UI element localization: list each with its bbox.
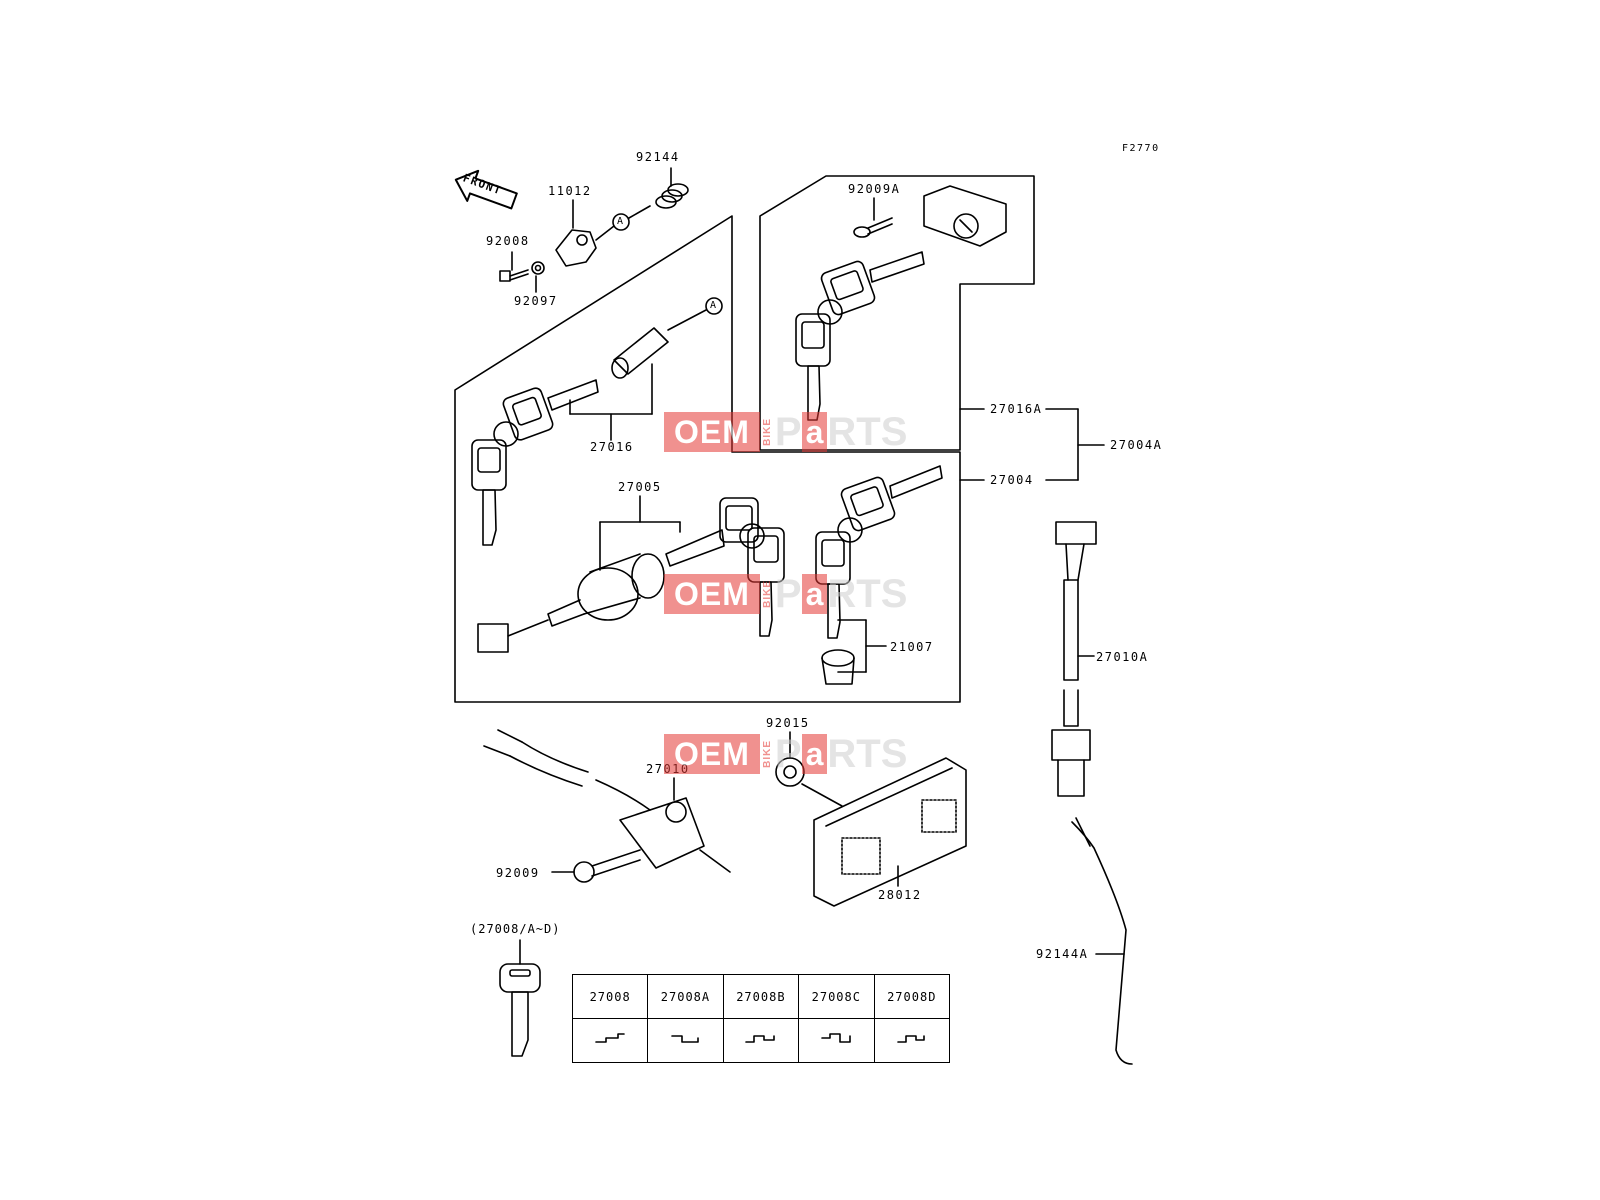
seat-lock-27016A-icon: [923, 185, 1007, 247]
label-27004: 27004: [990, 473, 1034, 487]
watermark-rts: RTS: [827, 572, 908, 616]
cap-21007-icon: [821, 619, 887, 685]
box-27016: [454, 215, 961, 703]
watermark-rts: RTS: [827, 732, 908, 776]
label-27010A: 27010A: [1096, 650, 1149, 664]
watermark-p: P: [774, 572, 802, 616]
washer-92097-icon: [531, 261, 545, 293]
label-27016A: 27016A: [990, 402, 1043, 416]
label-21007: 21007: [890, 640, 934, 654]
key-code-cell: 27008C: [798, 974, 875, 1019]
box-27016A: [759, 175, 1035, 451]
watermark-bike: BIKE: [761, 740, 773, 768]
key-cut-cell: [647, 1018, 724, 1063]
watermark-oem: OEM: [664, 412, 760, 452]
plate-11012-icon: [555, 199, 615, 267]
callout-a-top: [612, 213, 630, 231]
ignition-switch-27005-icon: [477, 495, 681, 653]
watermark-oem: OEM: [664, 574, 760, 614]
label-92009: 92009: [496, 866, 540, 880]
watermark-a: a: [801, 412, 828, 452]
watermark-1: OEM BIKE P a RTS: [664, 412, 907, 452]
label-92015: 92015: [766, 716, 810, 730]
watermark-bike: BIKE: [761, 418, 773, 446]
screw-92009A-icon: [853, 197, 893, 238]
key-code-cell: 27008B: [722, 974, 800, 1019]
key-cut-cell: [722, 1018, 800, 1063]
watermark-oem: OEM: [664, 734, 760, 774]
key-cut-cell: [571, 1018, 649, 1063]
label-11012: 11012: [548, 184, 592, 198]
label-27016: 27016: [590, 440, 634, 454]
watermark-p: P: [774, 732, 802, 776]
front-arrow-icon: [454, 169, 518, 210]
watermark-bike: BIKE: [761, 580, 773, 608]
label-92008: 92008: [486, 234, 530, 248]
key-cut-cell: [798, 1018, 875, 1063]
key-code-table: 27008 27008A 27008B 27008C 27008D: [571, 974, 951, 1063]
spring-92144-icon: [655, 167, 689, 209]
key-cut-cell: [873, 1018, 951, 1063]
screw-92009-icon: [551, 849, 641, 883]
label-27005: 27005: [618, 480, 662, 494]
key-set-27016A-icon: [795, 251, 925, 421]
lock-cylinder-icon: [569, 327, 669, 441]
callout-a-box: [705, 297, 723, 315]
label-27008-group: (27008/A~D): [470, 922, 561, 936]
key-27008-icon: [499, 939, 541, 1057]
switch-27010-icon: [483, 729, 731, 873]
figure-code: F2770: [1122, 143, 1160, 154]
key-set-27016-icon: [471, 379, 599, 546]
label-92009A: 92009A: [848, 182, 901, 196]
key-code-cell: 27008: [571, 974, 649, 1019]
callout-letter-box: A: [710, 300, 717, 311]
label-92144A: 92144A: [1036, 947, 1089, 961]
label-92144: 92144: [636, 150, 680, 164]
watermark-3: OEM BIKE P a RTS: [664, 734, 907, 774]
key-set-27005-icon: [665, 497, 785, 637]
watermark-a: a: [801, 574, 828, 614]
switch-27010A-icon: [1051, 521, 1097, 797]
key-code-cell: 27008A: [647, 974, 724, 1019]
watermark-a: a: [801, 734, 828, 774]
watermark-rts: RTS: [827, 410, 908, 454]
watermark-2: OEM BIKE P a RTS: [664, 574, 907, 614]
rod-92144A-icon: [1071, 817, 1133, 1065]
label-27004A: 27004A: [1110, 438, 1163, 452]
bolt-92008-icon: [499, 251, 529, 282]
reflector-28012-icon: [813, 757, 967, 907]
key-set-27004-icon: [815, 465, 943, 639]
watermark-p: P: [774, 410, 802, 454]
label-28012: 28012: [878, 888, 922, 902]
callout-letter-top: A: [617, 216, 624, 227]
key-code-cell: 27008D: [873, 974, 951, 1019]
label-92097: 92097: [514, 294, 558, 308]
